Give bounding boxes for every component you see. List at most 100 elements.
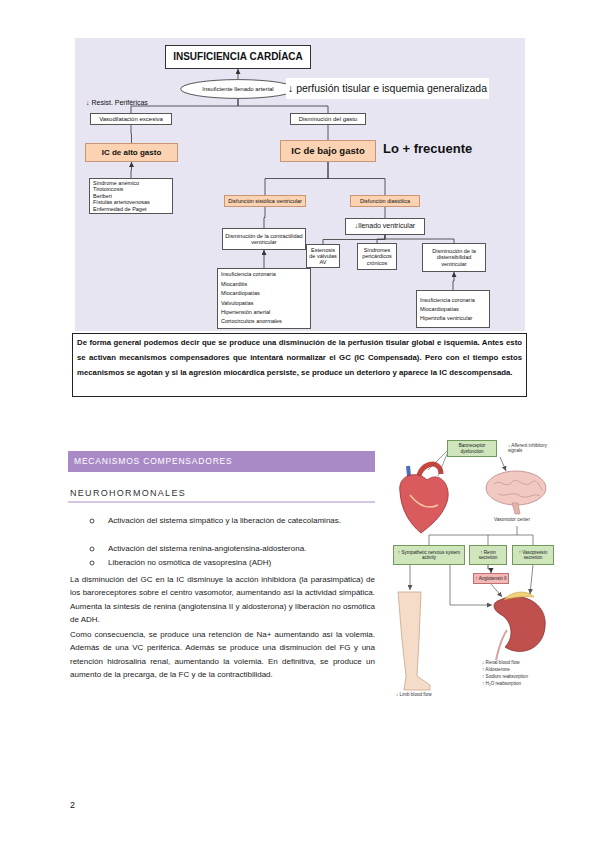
- leader-line: [429, 526, 533, 545]
- ellipse-shape: [181, 80, 296, 99]
- node-text: ↓llenado ventricular: [355, 222, 415, 230]
- category-box: Disfunción diastólica: [350, 195, 420, 207]
- figure-label: ↓ Limb blood flow: [396, 692, 451, 697]
- node-text: Vasodilatación excesiva: [99, 116, 163, 123]
- paragraph-text: Como consecuencia, se produce una retenc…: [70, 628, 375, 682]
- connector: [265, 162, 328, 195]
- process-box: Disminución del gasto: [290, 113, 366, 125]
- connector: [385, 235, 454, 243]
- figure-box: ↑ Sympathetic nervous system activity: [393, 545, 465, 565]
- cause-list: Síndrome anémicoTirotoxicosisBeriberiFís…: [89, 178, 173, 214]
- bullet-text: Activación del sistema renina-angiotensi…: [108, 542, 343, 555]
- figure-box: ↑ Vasopressin secretion: [512, 545, 554, 565]
- leader-arrow: [530, 565, 533, 594]
- brain-illustration: [486, 471, 546, 505]
- node-text: Baroreceptor dysfunction: [449, 443, 495, 454]
- connector: [131, 162, 133, 178]
- node-text: ↑ Renin secretion: [471, 550, 505, 561]
- leader-arrow: [500, 457, 506, 471]
- connector: [328, 125, 329, 140]
- node-text: Hipertensión arterial: [221, 308, 270, 317]
- node-text: Estenosis de válvulas AV: [308, 247, 338, 266]
- bullet-text: Activación del sistema simpático y la li…: [108, 514, 343, 527]
- note-box: De forma general podemos decir que se pr…: [72, 333, 527, 397]
- node-text: Síndrome anémico: [93, 180, 139, 187]
- connector: [488, 565, 491, 573]
- bullet-mark: [90, 547, 94, 551]
- bullet-text: Liberación no osmótica de vasopresina (A…: [108, 556, 343, 569]
- node-text: ↑ Vasopressin secretion: [514, 550, 552, 561]
- leg-illustration: [398, 592, 430, 690]
- node-text: Disminución de la distensibilidad ventri…: [424, 248, 484, 267]
- node-text: Disfunción sistólica ventricular: [228, 198, 302, 204]
- page-number: 2: [70, 800, 75, 811]
- node-text: Insuficiente llenado arterial: [202, 86, 273, 93]
- section-band: MECANISMOS COMPENSADORES: [68, 451, 375, 472]
- node-text: ↑ Angiotensin II: [475, 576, 506, 581]
- category-box: IC de bajo gasto: [280, 140, 376, 162]
- connector: [238, 99, 328, 113]
- node-text: Disfunción diastólica: [360, 198, 410, 204]
- process-box: Síndromes pericárdicos crónicos: [357, 243, 397, 270]
- paragraph-text: La disminución del GC en la IC disminuye…: [70, 573, 375, 627]
- node-text: Miocardiopatías: [221, 289, 260, 298]
- adrenal-gland: [504, 592, 534, 600]
- heading-rule: [68, 502, 375, 503]
- category-box: IC de alto gasto: [85, 143, 178, 162]
- ellipse-node: Insuficiente llenado arterial: [180, 79, 296, 99]
- leader-arrow: [450, 565, 492, 605]
- node-text: Valvulopatías: [221, 299, 254, 308]
- node-text: IC de bajo gasto: [291, 146, 364, 157]
- process-box: ↓llenado ventricular: [345, 218, 425, 235]
- node-text: Miocarditis: [221, 280, 247, 289]
- heart-illustration: [400, 475, 448, 533]
- node-text: ↑ Sympathetic nervous system activity: [395, 550, 463, 561]
- figure-box: ↑ Angiotensin II: [473, 573, 509, 584]
- node-text: Enfermedad de Paget: [93, 206, 147, 213]
- brain-gyri: [494, 480, 542, 497]
- process-box: INSUFICIENCIA CARDÍACA: [165, 45, 311, 69]
- process-box: Disminución de la contractilidad ventric…: [222, 228, 306, 250]
- figure-label: ↓ Afferent inhibitory signals: [508, 443, 554, 454]
- connector: [264, 207, 265, 228]
- figure-label: ↓ Renal blood flow: [482, 660, 552, 665]
- node-text: De forma general podemos decir que se pr…: [77, 335, 522, 380]
- connector: [238, 69, 239, 79]
- connector: [328, 162, 385, 195]
- figure-label: ↑ Aldosterone: [482, 667, 552, 672]
- brainstem: [512, 503, 520, 514]
- figure-label: ↑ Sodium reabsorption: [482, 674, 552, 679]
- node-text: Insuficiencia coronaria: [420, 296, 475, 305]
- figure-box: Baroreceptor dysfunction: [447, 440, 497, 457]
- node-text: Hipertrofia ventricular: [420, 314, 472, 323]
- process-box: Disminución de la distensibilidad ventri…: [422, 243, 486, 272]
- leader-arrow: [491, 584, 502, 597]
- connector: [264, 250, 265, 268]
- node-text: Cortocircuitos anormales: [221, 317, 282, 326]
- node-text: Miocardiopatías: [420, 305, 459, 314]
- node-text: INSUFICIENCIA CARDÍACA: [173, 51, 303, 63]
- annotation-text: Lo + frecuente: [383, 141, 472, 157]
- figure-label: Vasomotor center: [494, 517, 544, 522]
- node-text: Insuficiencia coronaria: [221, 270, 276, 279]
- diagram-panel: [75, 38, 525, 331]
- category-box: Disfunción sistólica ventricular: [224, 195, 306, 207]
- node-text: Fístulas arteriovenosas: [93, 199, 150, 206]
- process-box: Estenosis de válvulas AV: [306, 244, 340, 268]
- node-text: IC de alto gasto: [102, 148, 162, 157]
- cause-list: Insuficiencia coronariaMiocarditisMiocar…: [217, 268, 311, 329]
- ureter: [496, 630, 507, 660]
- cause-list: Insuficiencia coronariaMiocardiopatíasHi…: [416, 290, 490, 328]
- figure-label: ↑ H₂O reabsorption: [482, 681, 552, 686]
- node-text: MECANISMOS COMPENSADORES: [74, 457, 233, 467]
- subheading-text: NEUROHORMONALES: [70, 488, 186, 499]
- kidney-illustration: [494, 596, 545, 651]
- node-text: Disminución del gasto: [299, 116, 358, 123]
- process-box: Vasodilatación excesiva: [90, 113, 172, 125]
- caption-text: ↓ perfusión tisular e isquemia generaliz…: [286, 78, 489, 99]
- figure-box: ↑ Renin secretion: [469, 545, 507, 565]
- connector: [385, 207, 386, 218]
